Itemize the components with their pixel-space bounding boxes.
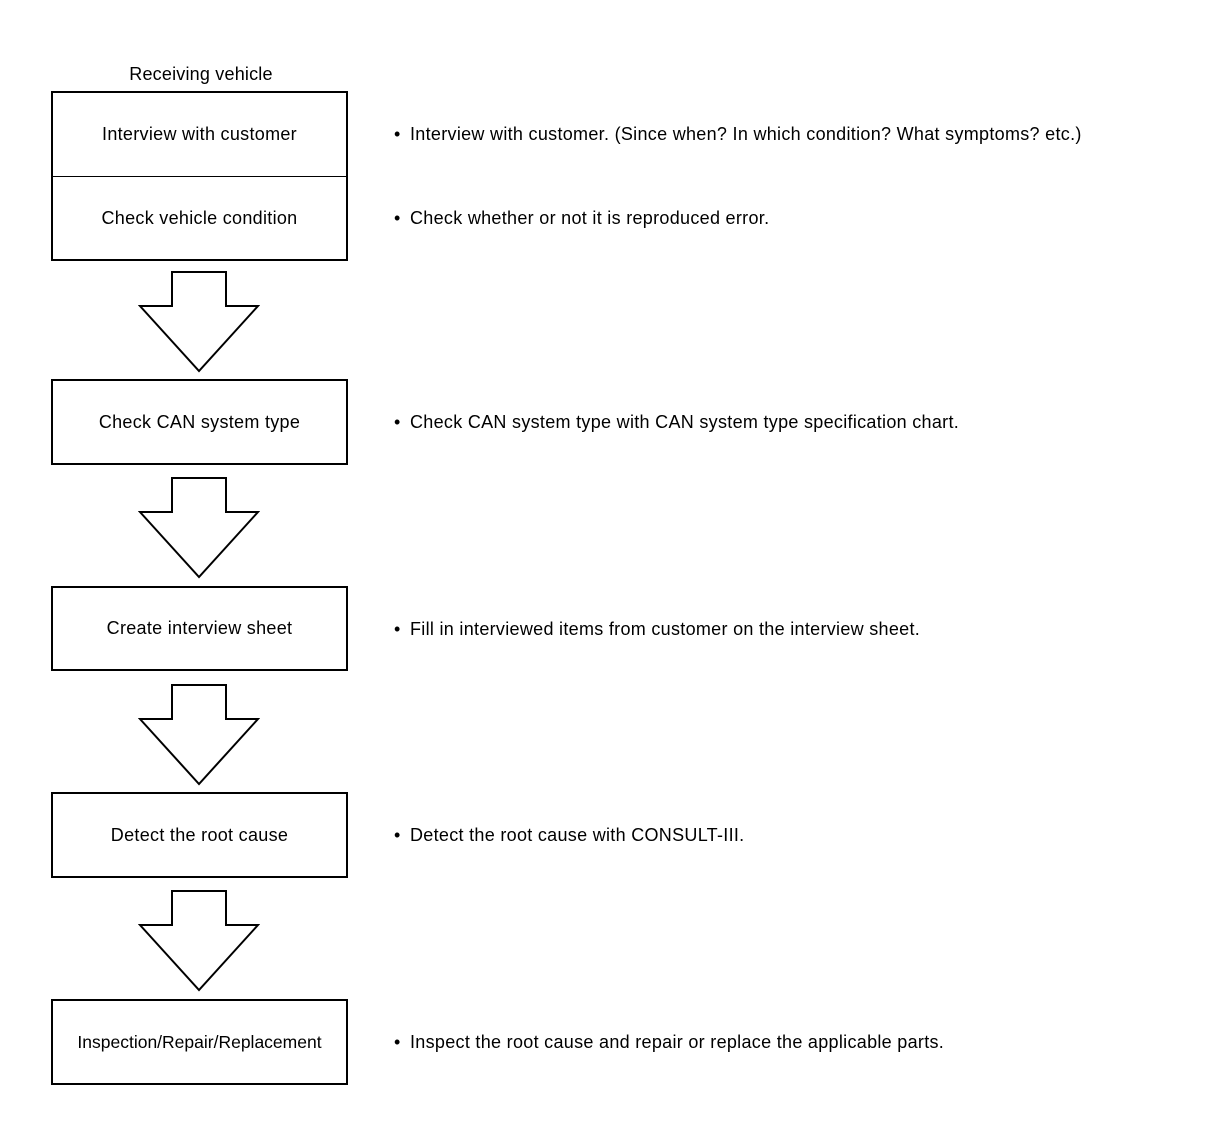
bullet-icon: • [394,412,401,432]
step-note: • Check whether or not it is reproduced e… [394,205,769,231]
step-note-text: Check whether or not it is reproduced er… [410,208,770,228]
step-note: • Detect the root cause with CONSULT-III. [394,822,745,848]
down-arrow-icon [138,684,260,786]
step-label: Interview with customer [102,124,297,144]
step-label: Detect the root cause [110,824,289,845]
step-note: • Fill in interviewed items from customer… [394,616,920,642]
step-box-inspection-repair-replacement: Inspection/Repair/Replacement [51,999,348,1085]
step-box-check-vehicle-condition: Check vehicle condition [51,176,348,261]
step-note-text: Interview with customer. (Since when? In… [410,124,1082,144]
flowchart-caption: Receiving vehicle [129,64,273,84]
step-label: Create interview sheet [106,618,293,638]
step-note-text: Detect the root cause with CONSULT-III. [410,825,745,845]
step-note: • Check CAN system type with CAN system t… [394,409,959,435]
step-label: Inspection/Repair/Replacement [77,1031,322,1052]
step-note-text: Inspect the root cause and repair or rep… [410,1032,945,1052]
step-note-text: Fill in interviewed items from customer … [410,619,921,639]
bullet-icon: • [394,1032,401,1052]
step-note-text: Check CAN system type with CAN system ty… [410,412,960,432]
down-arrow-icon [138,477,260,579]
step-note: • Inspect the root cause and repair or re… [394,1029,944,1055]
step-box-check-can-system-type: Check CAN system type [51,379,348,465]
step-box-create-interview-sheet: Create interview sheet [51,586,348,671]
bullet-icon: • [394,825,401,845]
bullet-icon: • [394,208,401,228]
down-arrow-icon [138,271,260,373]
step-box-interview-with-customer: Interview with customer [51,91,348,177]
step-label: Check vehicle condition [101,207,298,228]
bullet-icon: • [394,124,401,144]
step-label: Check CAN system type [98,411,301,432]
down-arrow-icon [138,890,260,992]
step-note: • Interview with customer. (Since when? I… [394,121,1082,147]
bullet-icon: • [394,619,401,639]
step-box-detect-root-cause: Detect the root cause [51,792,348,878]
